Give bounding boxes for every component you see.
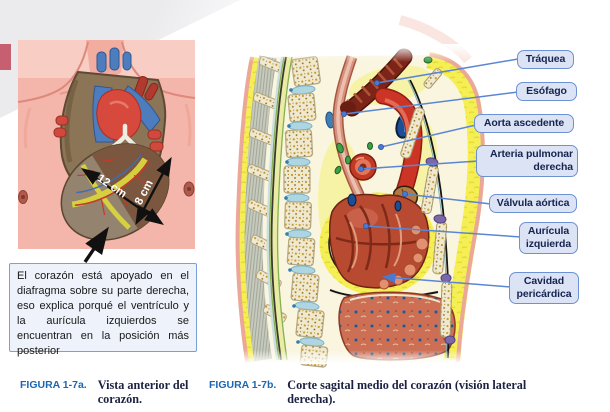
figure-a-illustration: 12 cm 8 cm: [17, 40, 196, 263]
label-arteria-pulmonar-derecha: Arteria pulmonar derecha: [476, 145, 578, 178]
sternum: [400, 68, 456, 359]
figure-b-illustration: [228, 15, 485, 368]
figure-b-caption-text: Corte sagital medio del corazón (visión …: [287, 378, 527, 407]
caption-figure-b: FIGURA 1-7b. Corte sagital medio del cor…: [209, 378, 589, 407]
spinal-canal: [266, 56, 293, 361]
ventral-fat-layer: [426, 51, 485, 361]
label-esofago: Esófago: [516, 82, 577, 102]
label-auricula-izquierda: Aurícula izquierda: [519, 222, 578, 255]
label-traquea: Tráquea: [517, 50, 574, 70]
label-cavidad-pericardica: Cavidad pericárdica: [509, 272, 579, 305]
caption-figure-a: FIGURA 1-7a. Vista anterior del corazón.: [20, 378, 200, 407]
dorsal-fat-layer: [237, 56, 265, 363]
aorta-pulmonary-trunk: [96, 89, 142, 141]
leader-dots: [340, 80, 408, 229]
accent-square: [0, 44, 11, 70]
liver: [338, 291, 456, 361]
label-aorta-ascedente: Aorta ascedente: [474, 114, 574, 134]
note-pointer-arrow: [83, 226, 109, 263]
front-skin: [429, 53, 485, 363]
label-valvula-aortica: Válvula aórtica: [489, 194, 577, 214]
figure-b-number: FIGURA 1-7b.: [209, 379, 277, 391]
figure-a-number: FIGURA 1-7a.: [20, 379, 87, 391]
back-skin: [235, 56, 254, 363]
leader-lines: [343, 58, 522, 288]
note-text: El corazón está apoyado en el diafragma …: [17, 270, 189, 358]
heart-sagittal: [319, 192, 437, 296]
note-box: El corazón está apoyado en el diafragma …: [9, 263, 197, 357]
figure-a-caption-text: Vista anterior del corazón.: [97, 378, 189, 407]
